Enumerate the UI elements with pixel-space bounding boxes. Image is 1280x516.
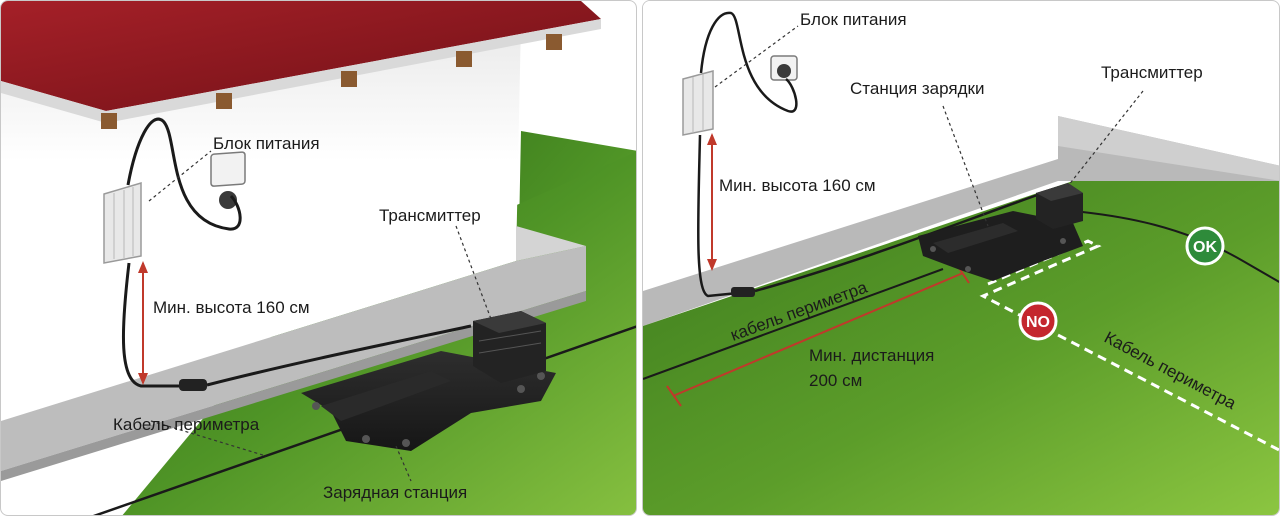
power-socket-icon (210, 151, 246, 209)
power-supply-icon (103, 181, 142, 264)
perimeter-cable-lawn-line (1072, 210, 1279, 283)
min-height-measure (138, 261, 148, 385)
no-boundary-dashed (979, 239, 1279, 452)
roof-rafters (101, 34, 562, 129)
label-transmitter: Трансмиттер (1101, 63, 1203, 82)
transmitter-icon (473, 311, 546, 383)
label-perimeter-cable: Кабель периметра (113, 415, 260, 434)
no-badge: NO (1018, 301, 1058, 341)
roof (1, 1, 601, 111)
label-charging-station: Зарядная станция (323, 483, 467, 502)
label-charging-station: Станция зарядки (850, 79, 984, 98)
label-min-height: Мин. высота 160 см (719, 176, 876, 195)
ok-badge-text: OK (1193, 239, 1217, 256)
label-min-distance-line1: Мин. дистанция (809, 346, 934, 365)
power-supply-icon (682, 70, 714, 136)
label-transmitter: Трансмиттер (379, 206, 481, 225)
label-power-unit: Блок питания (800, 10, 907, 29)
lawn (643, 181, 1279, 515)
panel-wall-mounted: Блок питания Трансмиттер Мин. высота 160… (0, 0, 637, 516)
transmitter-icon (1036, 183, 1083, 229)
label-min-height: Мин. высота 160 см (153, 298, 310, 317)
min-height-measure (707, 133, 717, 271)
house-wall (643, 1, 1058, 291)
no-badge-text: NO (1026, 314, 1050, 331)
perimeter-cable-wall-line (643, 268, 944, 380)
power-socket-icon (770, 55, 798, 81)
right-illustration: OK NO Блок питания Станция зарядки Транс… (643, 1, 1279, 515)
foundation (643, 116, 1279, 326)
panel-distance-setup: OK NO Блок питания Станция зарядки Транс… (642, 0, 1280, 516)
foundation (1, 246, 586, 471)
charging-station-icon (918, 211, 1083, 281)
house-wall (1, 21, 521, 421)
label-min-distance-line2: 200 см (809, 371, 862, 390)
ok-badge: OK (1185, 226, 1225, 266)
left-illustration: Блок питания Трансмиттер Мин. высота 160… (1, 1, 636, 515)
label-power-unit: Блок питания (213, 134, 320, 153)
